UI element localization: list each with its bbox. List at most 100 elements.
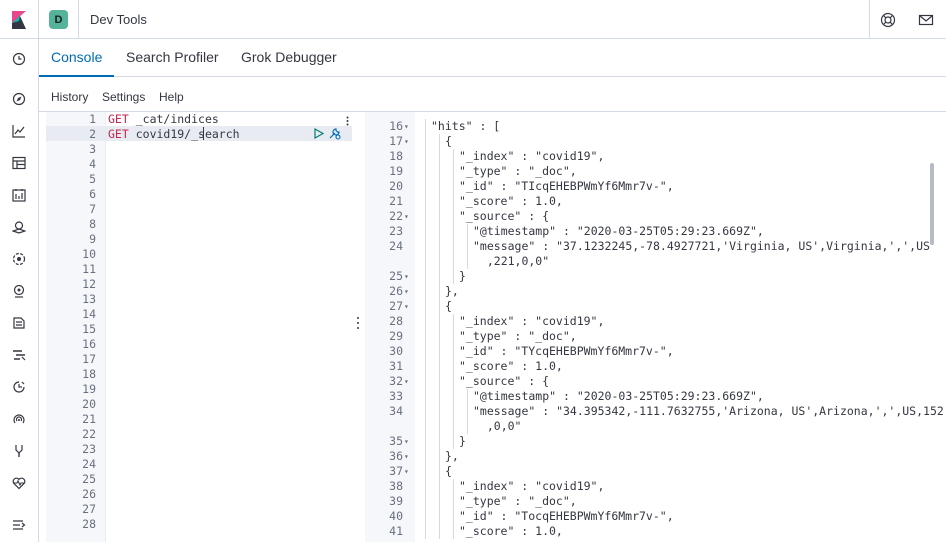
maps-icon[interactable]	[11, 219, 27, 235]
response-line: 24"message" : "37.1232245,-78.4927721,'V…	[365, 239, 946, 254]
indent-guide	[425, 374, 426, 389]
line-number: 23	[82, 442, 96, 456]
machine-learning-icon[interactable]	[11, 251, 27, 267]
response-output[interactable]: 16▾"hits" : [17▾{18"_index" : "covid19",…	[365, 112, 946, 542]
uptime-icon[interactable]	[11, 379, 27, 395]
fold-toggle-icon[interactable]: ▾	[404, 272, 409, 281]
request-line[interactable]: GET covid19/_search	[108, 127, 240, 142]
indent-guide	[425, 284, 426, 299]
kibana-logo-icon[interactable]	[0, 0, 39, 39]
output-scrollbar[interactable]	[930, 163, 934, 245]
line-number: 23	[389, 224, 403, 238]
response-text: ,221,0,0"	[473, 254, 550, 268]
tab-grok-debugger[interactable]: Grok Debugger	[241, 49, 337, 65]
response-text: "_score" : 1.0,	[459, 194, 563, 208]
indent-guide	[439, 194, 440, 209]
tab-console[interactable]: Console	[51, 49, 103, 65]
fold-toggle-icon[interactable]: ▾	[404, 122, 409, 131]
request-line[interactable]: GET _cat/indices	[108, 112, 219, 127]
indent-guide	[425, 269, 426, 284]
active-line-highlight	[46, 126, 352, 141]
apm-icon[interactable]	[11, 347, 27, 363]
discover-icon[interactable]	[11, 91, 27, 107]
fold-toggle-icon[interactable]: ▾	[404, 437, 409, 446]
help-icon[interactable]	[880, 12, 896, 28]
dev-tools-tabs: Console Search Profiler Grok Debugger	[39, 39, 946, 77]
line-number: 30	[389, 344, 403, 358]
fold-toggle-icon[interactable]: ▾	[404, 452, 409, 461]
help-link[interactable]: Help	[159, 90, 184, 104]
indent-guide	[439, 524, 440, 539]
response-line: 22▾"_source" : {	[365, 209, 946, 224]
fold-toggle-icon[interactable]: ▾	[404, 287, 409, 296]
indent-guide	[453, 374, 454, 389]
indent-guide	[439, 164, 440, 179]
indent-guide	[439, 329, 440, 344]
indent-guide	[439, 509, 440, 524]
stack-monitoring-icon[interactable]	[11, 475, 27, 491]
pane-resizer[interactable]	[355, 316, 361, 330]
line-number: 17	[82, 352, 96, 366]
indent-guide	[425, 209, 426, 224]
fold-toggle-icon[interactable]: ▾	[404, 212, 409, 221]
response-text: {	[445, 464, 452, 478]
indent-guide	[453, 479, 454, 494]
indent-guide	[439, 434, 440, 449]
settings-link[interactable]: Settings	[102, 90, 146, 104]
line-number: 36	[389, 449, 403, 463]
logs-icon[interactable]	[11, 315, 27, 331]
response-text: "_type" : "_doc",	[459, 329, 577, 343]
dev-tools-icon[interactable]	[11, 443, 27, 459]
fold-toggle-icon[interactable]: ▾	[404, 377, 409, 386]
response-line: 35▾}	[365, 434, 946, 449]
line-number: 28	[389, 314, 403, 328]
fold-toggle-icon[interactable]: ▾	[404, 137, 409, 146]
indent-guide	[453, 269, 454, 284]
siem-icon[interactable]	[11, 411, 27, 427]
indent-guide	[439, 464, 440, 479]
indent-guide	[425, 524, 426, 539]
response-text: "_id" : "TocqEHEBPWmYf6Mmr7v-",	[459, 509, 674, 523]
line-number: 41	[389, 524, 403, 538]
line-number: 8	[89, 217, 96, 231]
line-number: 5	[89, 172, 96, 186]
indent-guide	[453, 224, 454, 239]
line-number: 34	[389, 404, 403, 418]
indent-guide	[467, 224, 468, 239]
dashboard-icon[interactable]	[11, 155, 27, 171]
collapse-menu-icon[interactable]	[11, 517, 27, 533]
line-number: 13	[82, 292, 96, 306]
fold-toggle-icon[interactable]: ▾	[404, 467, 409, 476]
response-text: "_id" : "TIcqEHEBPWmYf6Mmr7v-",	[459, 179, 674, 193]
response-text: }	[459, 269, 466, 283]
line-number: 20	[82, 397, 96, 411]
history-link[interactable]: History	[51, 90, 89, 104]
canvas-icon[interactable]	[11, 187, 27, 203]
recently-viewed-icon[interactable]	[11, 51, 27, 67]
response-text: "_index" : "covid19",	[459, 314, 605, 328]
infrastructure-icon[interactable]	[11, 283, 27, 299]
more-options-icon[interactable]	[346, 115, 349, 126]
space-avatar[interactable]: D	[49, 10, 68, 29]
indent-guide	[439, 254, 440, 269]
indent-guide	[467, 404, 468, 419]
fold-toggle-icon[interactable]: ▾	[404, 302, 409, 311]
indent-guide	[453, 509, 454, 524]
indent-guide	[467, 239, 468, 254]
line-number: 10	[82, 247, 96, 261]
send-request-icon[interactable]	[312, 127, 325, 140]
wrench-icon[interactable]	[328, 127, 341, 140]
tab-search-profiler[interactable]: Search Profiler	[126, 49, 219, 65]
response-line: 19"_type" : "_doc",	[365, 164, 946, 179]
line-number: 31	[389, 359, 403, 373]
response-text: "_source" : {	[459, 209, 550, 223]
response-text: {	[445, 299, 452, 313]
newsfeed-icon[interactable]	[918, 12, 934, 28]
line-number: 37	[389, 464, 403, 478]
visualize-icon[interactable]	[11, 123, 27, 139]
indent-guide	[453, 434, 454, 449]
request-path: _cat/indices	[135, 112, 219, 126]
indent-guide	[439, 269, 440, 284]
indent-guide	[439, 479, 440, 494]
